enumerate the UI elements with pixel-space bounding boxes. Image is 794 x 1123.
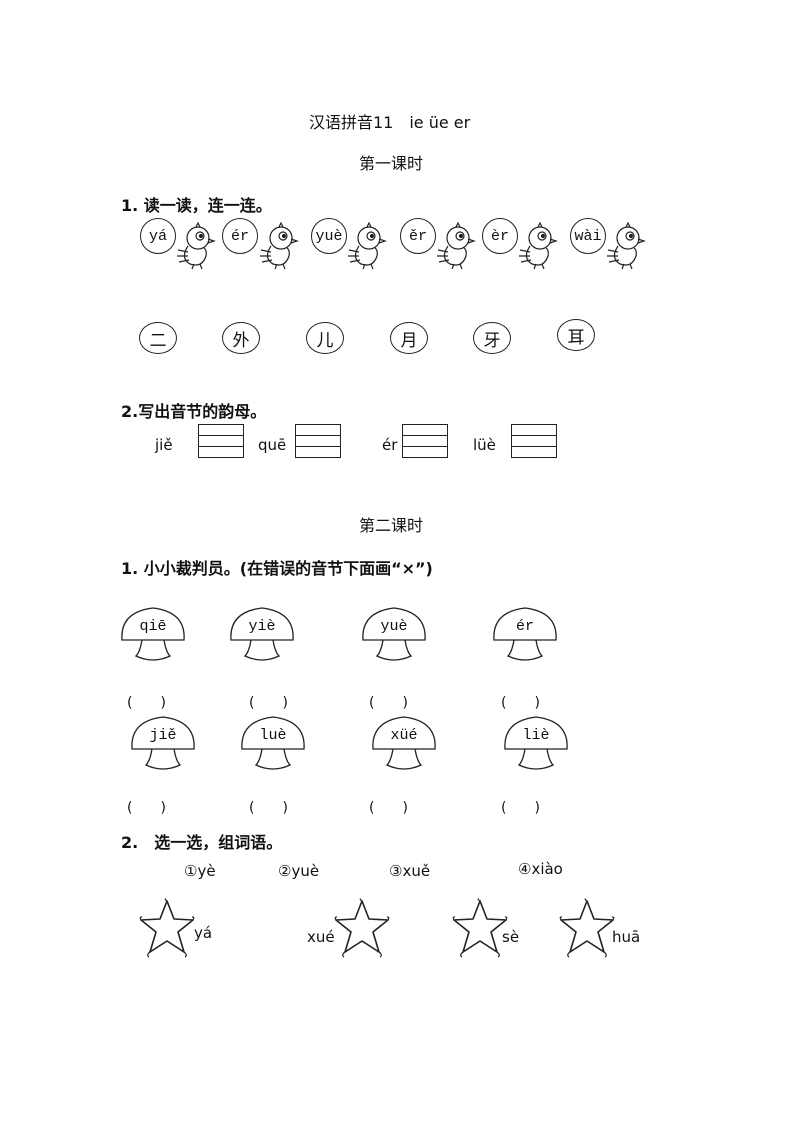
hanzi-circle[interactable]: 牙 [473, 322, 511, 354]
bird-icon [607, 222, 646, 270]
page-title: 汉语拼音11 ie üe er [309, 113, 471, 132]
star-syllable: huā [612, 928, 641, 946]
bird-item[interactable]: wài [570, 218, 606, 254]
answer-paren[interactable]: ( ) [501, 800, 540, 816]
bird-icon [519, 222, 558, 270]
mushroom-icon [121, 607, 185, 661]
bird-icon [177, 222, 216, 270]
choice-option[interactable]: ③xuě [389, 862, 431, 880]
answer-paren[interactable]: ( ) [369, 800, 408, 816]
bird-item[interactable]: yá [140, 218, 176, 254]
choice-option[interactable]: ④xiào [518, 860, 563, 878]
answer-box[interactable] [402, 424, 448, 458]
mushroom-card[interactable]: qiē [118, 604, 188, 666]
bird-item[interactable]: èr [482, 218, 518, 254]
syllable-label: ér [382, 436, 398, 454]
bird-icon [348, 222, 387, 270]
star-icon[interactable] [138, 898, 196, 960]
answer-box[interactable] [511, 424, 557, 458]
q1-title: 1. 读一读，连一连。 [121, 196, 272, 215]
choose-title: 2. 选一选，组词语。 [121, 833, 283, 852]
answer-paren[interactable]: ( ) [127, 695, 166, 711]
mushroom-card[interactable]: xüé [369, 713, 439, 775]
mushroom-card[interactable]: yiè [227, 604, 297, 666]
mushroom-icon [230, 607, 294, 661]
hanzi-circle[interactable]: 月 [390, 322, 428, 354]
mushroom-icon [493, 607, 557, 661]
mushroom-label: ér [515, 618, 534, 635]
hanzi-circle[interactable]: 耳 [557, 319, 595, 351]
bird-icon [437, 222, 476, 270]
mushroom-label: yiè [248, 618, 276, 635]
pinyin-circle: wài [570, 218, 606, 254]
answer-paren[interactable]: ( ) [501, 695, 540, 711]
choice-option[interactable]: ②yuè [278, 862, 320, 880]
answer-paren[interactable]: ( ) [127, 800, 166, 816]
hanzi-circle[interactable]: 外 [222, 322, 260, 354]
mushroom-label: liè [522, 727, 550, 744]
mushroom-card[interactable]: luè [238, 713, 308, 775]
answer-box[interactable] [295, 424, 341, 458]
pinyin-circle: ěr [400, 218, 436, 254]
star-syllable: yá [194, 924, 213, 942]
answer-paren[interactable]: ( ) [249, 800, 288, 816]
syllable-label: lüè [473, 436, 496, 454]
mushroom-label: luè [259, 727, 287, 744]
syllable-label: jiě [155, 436, 173, 454]
mushroom-label: xüé [390, 727, 418, 744]
pinyin-circle: yá [140, 218, 176, 254]
mushroom-card[interactable]: jiě [128, 713, 198, 775]
pinyin-circle: yuè [311, 218, 347, 254]
hanzi-circle[interactable]: 儿 [306, 322, 344, 354]
pinyin-circle: èr [482, 218, 518, 254]
bird-icon [260, 222, 299, 270]
answer-paren[interactable]: ( ) [369, 695, 408, 711]
q2-title: 2.写出音节的韵母。 [121, 402, 267, 421]
mushroom-card[interactable]: yuè [359, 604, 429, 666]
star-syllable: xué [307, 928, 335, 946]
hanzi-circle[interactable]: 二 [139, 322, 177, 354]
mushroom-icon [372, 716, 436, 770]
mushroom-card[interactable]: liè [501, 713, 571, 775]
mushroom-label: qiē [139, 618, 167, 635]
pinyin-circle: ér [222, 218, 258, 254]
mushroom-label: yuè [380, 618, 408, 635]
mushroom-icon [241, 716, 305, 770]
answer-box[interactable] [198, 424, 244, 458]
judge-title: 1. 小小裁判员。(在错误的音节下面画“×”) [121, 559, 433, 578]
bird-item[interactable]: ěr [400, 218, 436, 254]
mushroom-label: jiě [149, 727, 177, 744]
star-icon[interactable] [558, 898, 616, 960]
mushroom-icon [362, 607, 426, 661]
mushroom-icon [504, 716, 568, 770]
bird-item[interactable]: yuè [311, 218, 347, 254]
mushroom-card[interactable]: ér [490, 604, 560, 666]
mushroom-icon [131, 716, 195, 770]
bird-item[interactable]: ér [222, 218, 258, 254]
choice-option[interactable]: ①yè [184, 862, 216, 880]
star-syllable: sè [502, 928, 520, 946]
lesson1-heading: 第一课时 [359, 154, 424, 173]
star-icon[interactable] [333, 898, 391, 960]
lesson2-heading: 第二课时 [359, 516, 424, 535]
star-icon[interactable] [451, 898, 509, 960]
syllable-label: quē [258, 436, 287, 454]
answer-paren[interactable]: ( ) [249, 695, 288, 711]
